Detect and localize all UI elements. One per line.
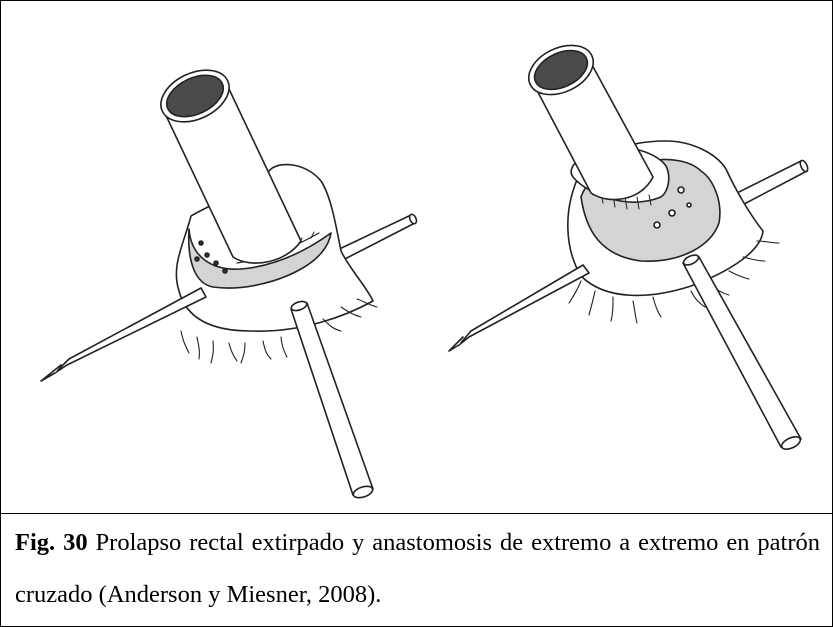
left-illustration	[40, 69, 418, 499]
right-tube	[528, 44, 654, 201]
right-needle-left	[448, 264, 590, 352]
left-needle-right	[330, 213, 418, 264]
surgical-illustration	[40, 44, 809, 499]
figure-caption: Fig. 30 Prolapso rectal extirpado y anas…	[15, 517, 820, 621]
figure-label: Fig. 30	[15, 529, 88, 556]
left-needle-down	[290, 300, 374, 499]
left-tube	[160, 69, 302, 264]
caption-text: Prolapso rectal extirpado y anastomosis …	[15, 529, 820, 608]
left-needle-left	[40, 287, 207, 382]
right-needle-down	[682, 254, 802, 450]
figure-image-area	[1, 1, 832, 514]
right-illustration	[448, 44, 809, 450]
